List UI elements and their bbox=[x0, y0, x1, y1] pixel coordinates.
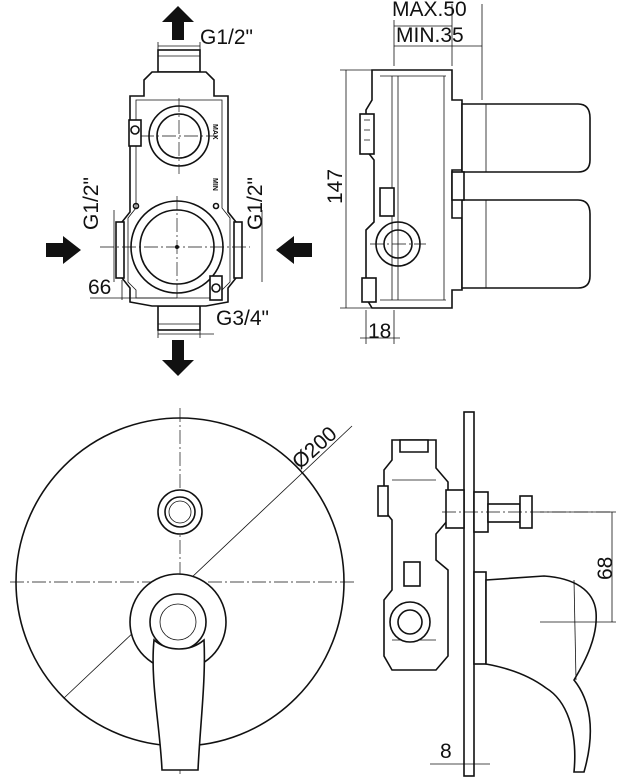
valve-body-side-view: MAX.50 MIN.35 147 18 bbox=[324, 0, 591, 344]
arrow-right-icon bbox=[46, 236, 81, 264]
arrow-up-icon bbox=[162, 6, 194, 40]
valve-body-front-view: MAX MIN G1/2" G1/2" G1/2" 66 G3/4" bbox=[46, 6, 312, 376]
dim-plate-thickness: 8 bbox=[440, 740, 452, 763]
dim-top-inlet: G1/2" bbox=[200, 26, 253, 49]
arrow-left-icon bbox=[276, 236, 312, 264]
dim-bottom-outlet: G3/4" bbox=[216, 307, 269, 330]
dim-left-inlet: G1/2" bbox=[80, 177, 103, 230]
body-mark-min: MIN bbox=[211, 178, 218, 191]
arrow-down-icon bbox=[162, 340, 194, 376]
dim-base-depth: 18 bbox=[368, 320, 391, 343]
dim-depth-max: MAX.50 bbox=[392, 0, 467, 21]
body-mark-max: MAX bbox=[211, 124, 218, 140]
dim-offset-left: 66 bbox=[88, 276, 111, 299]
dim-right-inlet: G1/2" bbox=[244, 177, 267, 230]
cover-plate-side-view: 68 8 bbox=[377, 411, 617, 777]
dim-height: 147 bbox=[324, 169, 347, 204]
cover-plate-front-view: Ø200 bbox=[10, 408, 356, 776]
dim-depth-min: MIN.35 bbox=[396, 24, 464, 47]
dim-spout-offset: 68 bbox=[594, 557, 617, 580]
dim-diameter: Ø200 bbox=[288, 422, 342, 473]
